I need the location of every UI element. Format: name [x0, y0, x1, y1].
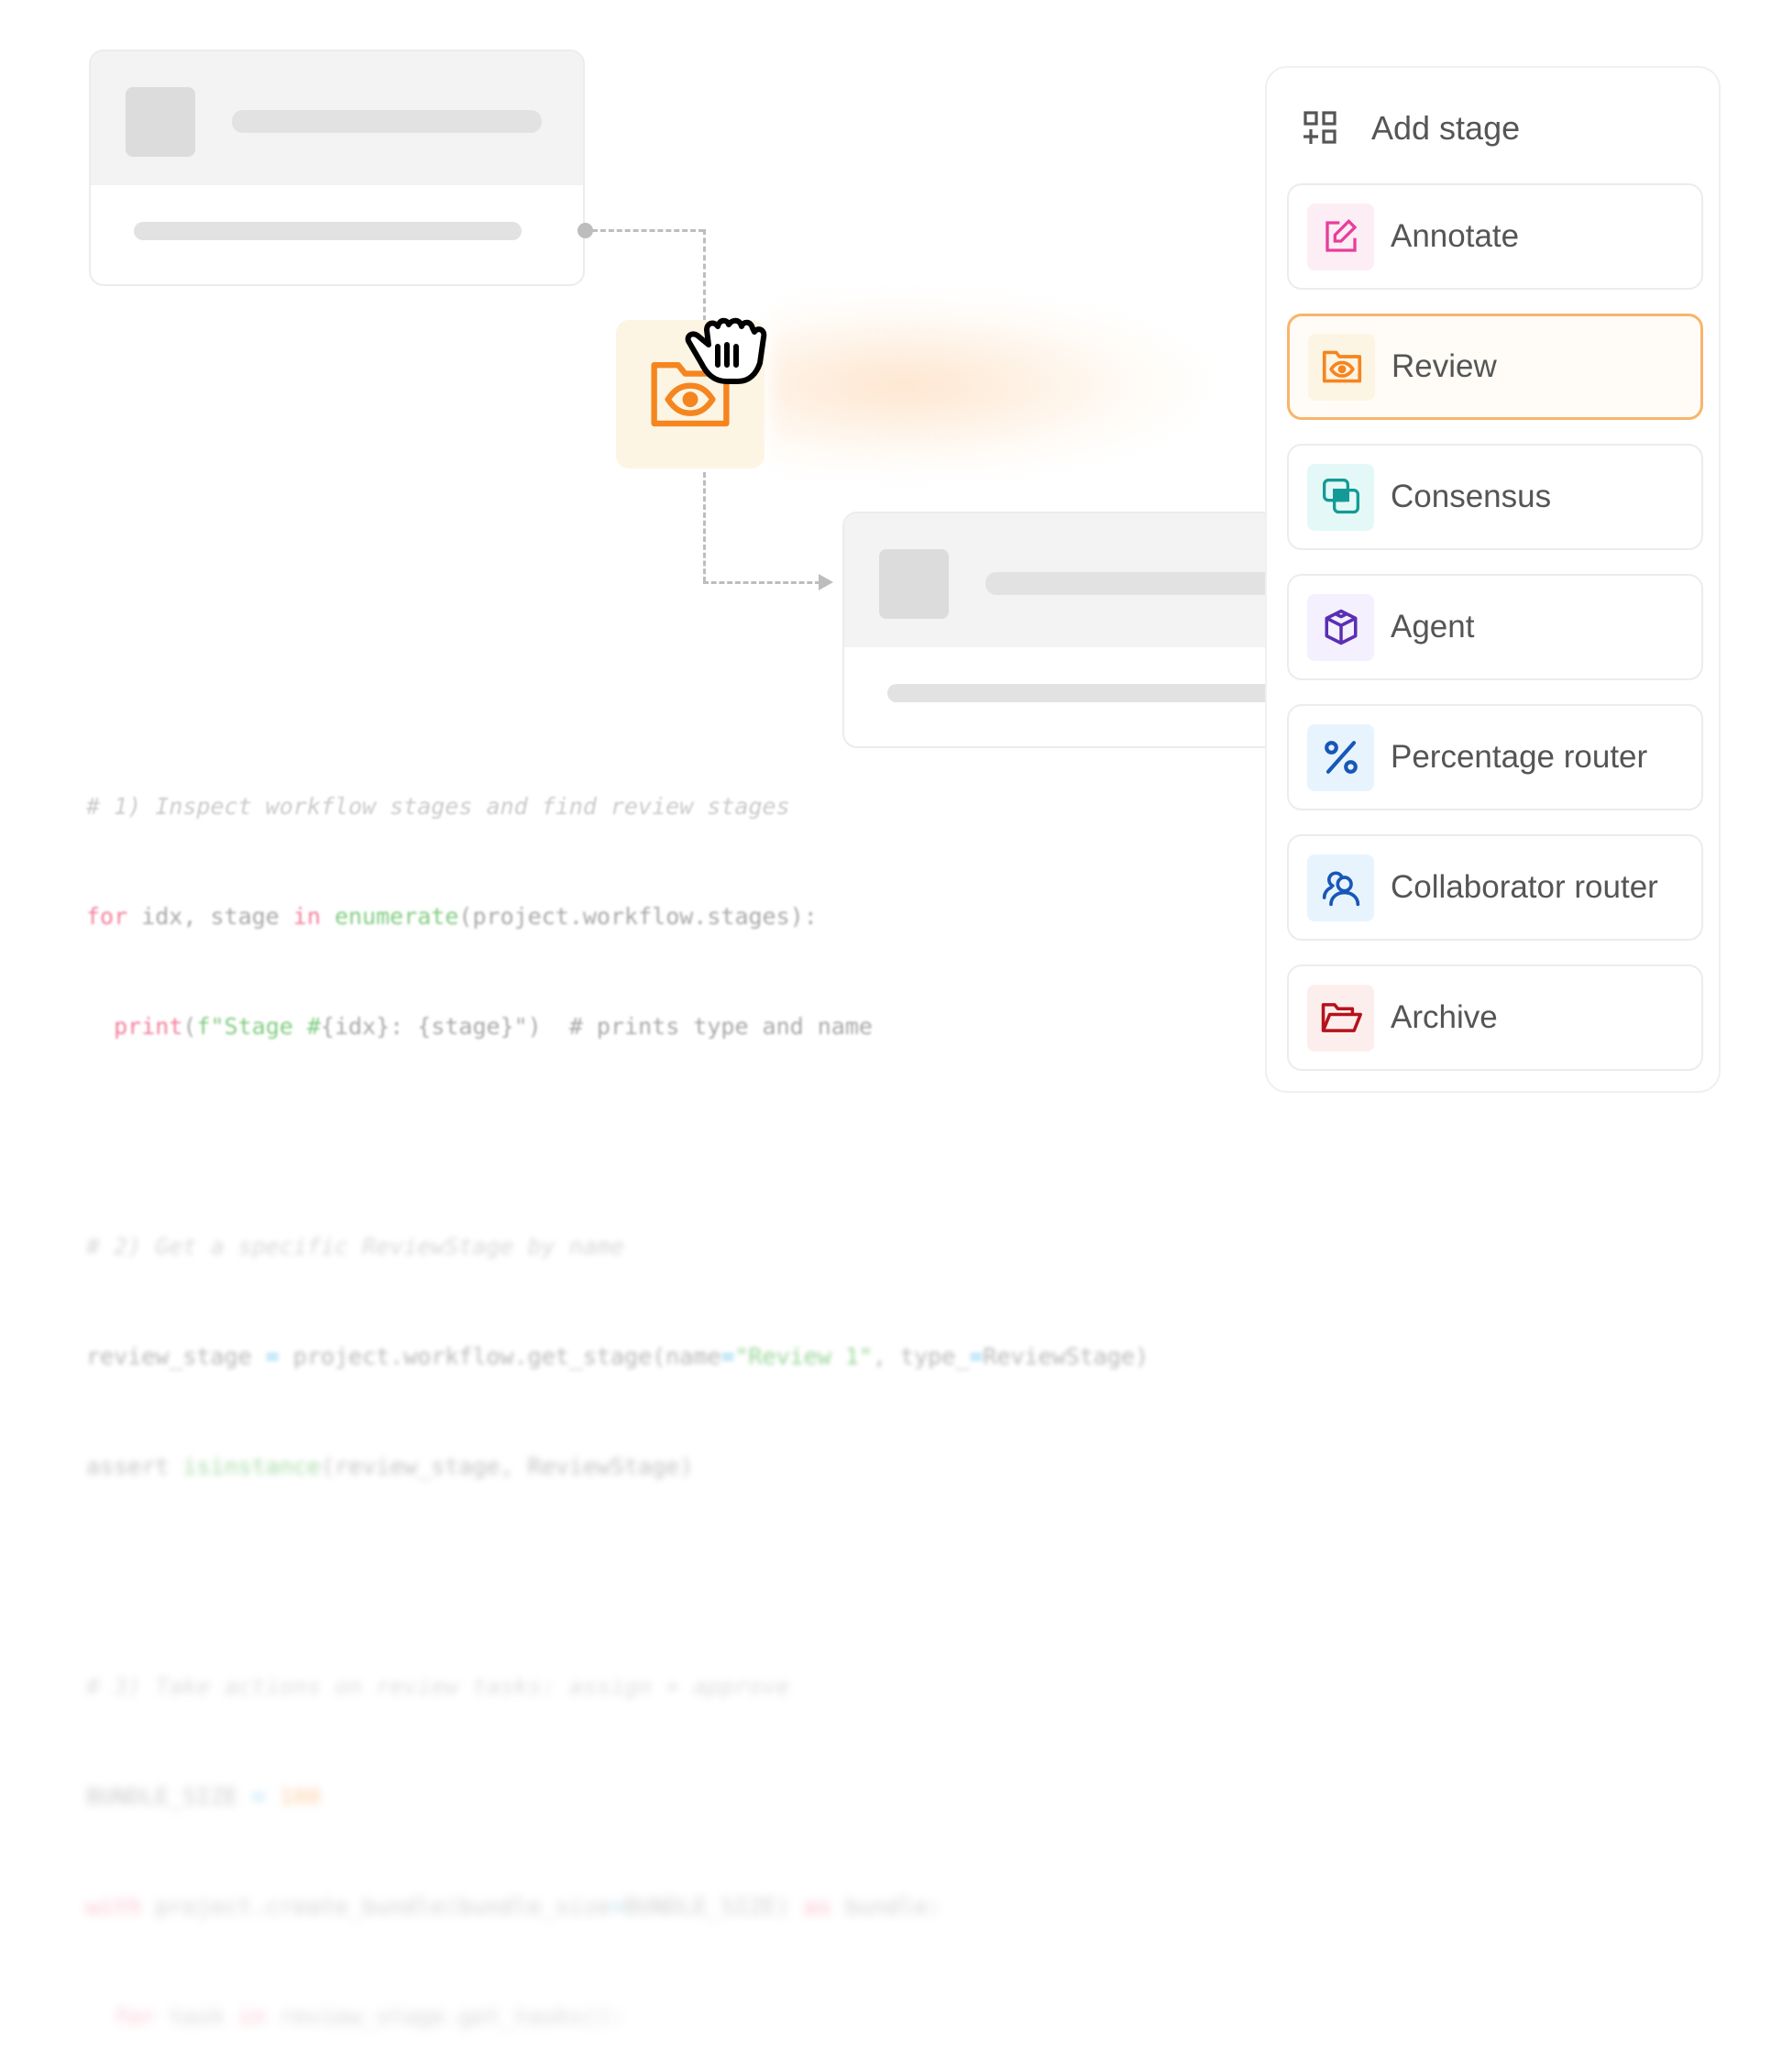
- icon-box: [1307, 984, 1374, 1052]
- stage-option-archive[interactable]: Archive: [1287, 964, 1703, 1071]
- icon-box: [1308, 333, 1375, 401]
- icon-box: [1307, 723, 1374, 791]
- code-line: BUNDLE_SIZE = 100: [86, 1783, 321, 1810]
- icon-box: [1307, 463, 1374, 531]
- icon-box: [1307, 203, 1374, 270]
- folder-eye-icon: [1322, 350, 1361, 383]
- stage-option-review[interactable]: Review: [1287, 314, 1703, 420]
- icon-box: [1307, 854, 1374, 921]
- code-line: [86, 1119, 1149, 1155]
- code-snippet: # 1) Inspect workflow stages and find re…: [86, 715, 1149, 2072]
- code-line: for task in review_stage.get_tasks():: [114, 2003, 625, 2030]
- grab-hand-cursor-icon: [685, 317, 767, 384]
- card-icon-placeholder: [126, 87, 195, 157]
- drag-motion-trail: [770, 293, 1210, 477]
- stage-option-collaborator-router[interactable]: Collaborator router: [1287, 834, 1703, 941]
- workflow-node-card-top[interactable]: [89, 50, 585, 286]
- stage-option-label: Agent: [1391, 609, 1475, 645]
- stage-option-label: Consensus: [1391, 479, 1552, 514]
- card-title-placeholder: [232, 110, 542, 133]
- users-icon: [1322, 871, 1359, 907]
- cube-icon: [1325, 609, 1357, 645]
- card-text-placeholder: [134, 222, 522, 240]
- folder-open-icon: [1321, 1003, 1362, 1032]
- code-line: # 1) Inspect workflow stages and find re…: [86, 793, 790, 820]
- panel-title: Add stage: [1371, 109, 1521, 147]
- overlapping-squares-icon: [1322, 479, 1359, 514]
- code-line: with project.create_bundle(bundle_size=B…: [86, 1893, 942, 1920]
- stage-option-annotate[interactable]: Annotate: [1287, 183, 1703, 290]
- code-line: assert isinstance(review_stage, ReviewSt…: [86, 1453, 694, 1480]
- connector-handle[interactable]: [578, 223, 593, 238]
- connector-arrow-icon: [819, 574, 833, 590]
- code-line: for idx, stage in enumerate(project.work…: [86, 903, 818, 930]
- stage-option-consensus[interactable]: Consensus: [1287, 444, 1703, 550]
- connector-line: [592, 229, 704, 232]
- card-text-placeholder: [887, 684, 1317, 702]
- add-stage-panel: Add stage Annotate Review Consensus Agen…: [1265, 66, 1721, 1093]
- connector-line: [703, 229, 706, 321]
- code-line: [86, 1559, 1149, 1595]
- edit-icon: [1325, 218, 1357, 252]
- code-line: # 2) Get a specific ReviewStage by name: [86, 1233, 624, 1260]
- stage-option-agent[interactable]: Agent: [1287, 574, 1703, 680]
- card-icon-placeholder: [879, 549, 949, 619]
- panel-header: Add stage: [1302, 109, 1520, 148]
- stage-option-percentage-router[interactable]: Percentage router: [1287, 704, 1703, 810]
- stage-option-label: Collaborator router: [1391, 869, 1658, 905]
- connector-line: [703, 581, 820, 584]
- workflow-node-card-bottom[interactable]: [842, 512, 1319, 748]
- stage-option-label: Review: [1392, 348, 1497, 384]
- add-grid-icon: [1304, 111, 1336, 144]
- connector-line: [703, 472, 706, 582]
- code-line: print(f"Stage #{idx}: {stage}") # prints…: [114, 1013, 873, 1040]
- stage-option-label: Annotate: [1391, 218, 1520, 254]
- code-line: review_stage = project.workflow.get_stag…: [86, 1343, 1149, 1370]
- card-title-placeholder: [985, 572, 1317, 595]
- stage-option-label: Archive: [1391, 999, 1498, 1035]
- stage-option-label: Percentage router: [1391, 739, 1648, 775]
- icon-box: [1307, 593, 1374, 661]
- percent-icon: [1324, 741, 1358, 774]
- code-line: # 3) Take actions on review tasks: assig…: [86, 1673, 790, 1700]
